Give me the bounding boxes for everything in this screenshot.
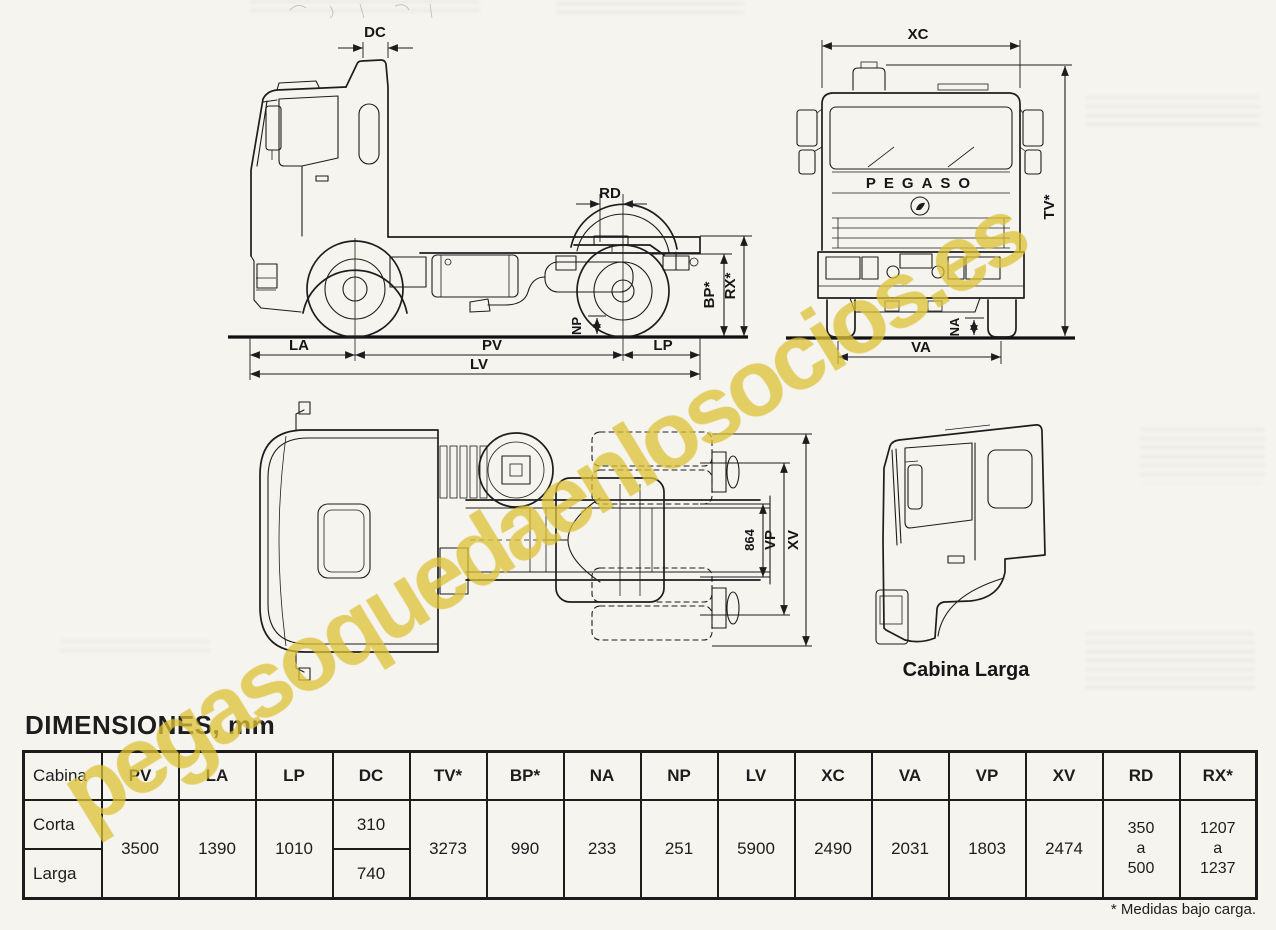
dim-label-la: LA bbox=[289, 337, 309, 354]
col-header-lp: LP bbox=[254, 750, 334, 801]
dim-label-rd: RD bbox=[599, 185, 621, 202]
ghost-handwriting bbox=[289, 3, 433, 19]
col-header-bp: BP* bbox=[485, 750, 565, 801]
table-header-row: Cabina PV LA LP DC TV* BP* NA NP LV XC V… bbox=[22, 750, 1258, 801]
col-header-vp: VP bbox=[947, 750, 1027, 801]
cell-xv: 2474 bbox=[1024, 799, 1104, 900]
row-label-larga: Larga bbox=[22, 848, 103, 900]
row-label-corta: Corta bbox=[22, 799, 103, 850]
dim-label-xv: XV bbox=[785, 530, 802, 550]
dim-label-xc: XC bbox=[908, 26, 929, 43]
cell-lp: 1010 bbox=[254, 799, 334, 900]
brand-pegaso: PEGASO bbox=[866, 175, 978, 192]
cell-vp: 1803 bbox=[947, 799, 1027, 900]
cell-dc-corta: 310 bbox=[331, 799, 411, 850]
col-header-na: NA bbox=[562, 750, 642, 801]
col-header-tv: TV* bbox=[408, 750, 488, 801]
col-header-np: NP bbox=[639, 750, 719, 801]
dim-label-np: NP bbox=[569, 317, 584, 335]
cell-np: 251 bbox=[639, 799, 719, 900]
dim-label-lp: LP bbox=[653, 337, 672, 354]
side-view-drawing: DC RD BP* RX* NP LA PV LP LV bbox=[228, 24, 752, 380]
plan-view-drawing: 864 VP XV bbox=[259, 401, 812, 681]
dim-label-864: 864 bbox=[742, 528, 757, 550]
cell-pv: 3500 bbox=[100, 799, 180, 900]
page-title: DIMENSIONES, mm bbox=[25, 710, 276, 740]
table-row-corta: Corta 3500 1390 1010 310 3273 990 233 25… bbox=[22, 799, 1258, 900]
long-cab-caption: Cabina Larga bbox=[903, 659, 1031, 681]
cell-lv: 5900 bbox=[716, 799, 796, 900]
dimensions-table: Cabina PV LA LP DC TV* BP* NA NP LV XC V… bbox=[22, 750, 1258, 900]
cell-bp: 990 bbox=[485, 799, 565, 900]
cell-rx: 1207 a 1237 bbox=[1178, 799, 1258, 900]
col-header-lv: LV bbox=[716, 750, 796, 801]
col-header-va: VA bbox=[870, 750, 950, 801]
dim-label-rx: RX* bbox=[722, 273, 739, 300]
cell-rd: 350 a 500 bbox=[1101, 799, 1181, 900]
cell-va: 2031 bbox=[870, 799, 950, 900]
cell-la: 1390 bbox=[177, 799, 257, 900]
dim-label-na: NA bbox=[947, 317, 962, 336]
col-header-xv: XV bbox=[1024, 750, 1104, 801]
front-view-drawing: PEGASO NA VA XC TV* bbox=[786, 26, 1075, 364]
dim-label-lv: LV bbox=[470, 356, 488, 373]
dim-label-pv: PV bbox=[482, 337, 502, 354]
col-header-pv: PV bbox=[100, 750, 180, 801]
dim-label-va: VA bbox=[911, 339, 931, 356]
cell-dc-larga: 740 bbox=[331, 848, 411, 900]
col-header-rd: RD bbox=[1101, 750, 1181, 801]
footnote: * Medidas bajo carga. bbox=[1110, 901, 1256, 918]
dim-label-vp: VP bbox=[762, 530, 779, 550]
cell-xc: 2490 bbox=[793, 799, 873, 900]
cell-tv: 3273 bbox=[408, 799, 488, 900]
cell-na: 233 bbox=[562, 799, 642, 900]
long-cab-drawing: Cabina Larga bbox=[875, 424, 1046, 681]
table-row-larga: Larga 740 bbox=[22, 848, 1257, 900]
col-header-xc: XC bbox=[793, 750, 873, 801]
col-header-dc: DC bbox=[331, 750, 411, 801]
dim-label-dc: DC bbox=[364, 24, 386, 41]
dim-label-bp: BP* bbox=[701, 282, 718, 309]
col-header-cabina: Cabina bbox=[22, 750, 103, 801]
dim-label-tv: TV* bbox=[1041, 194, 1058, 219]
col-header-rx: RX* bbox=[1178, 750, 1258, 801]
col-header-la: LA bbox=[177, 750, 257, 801]
